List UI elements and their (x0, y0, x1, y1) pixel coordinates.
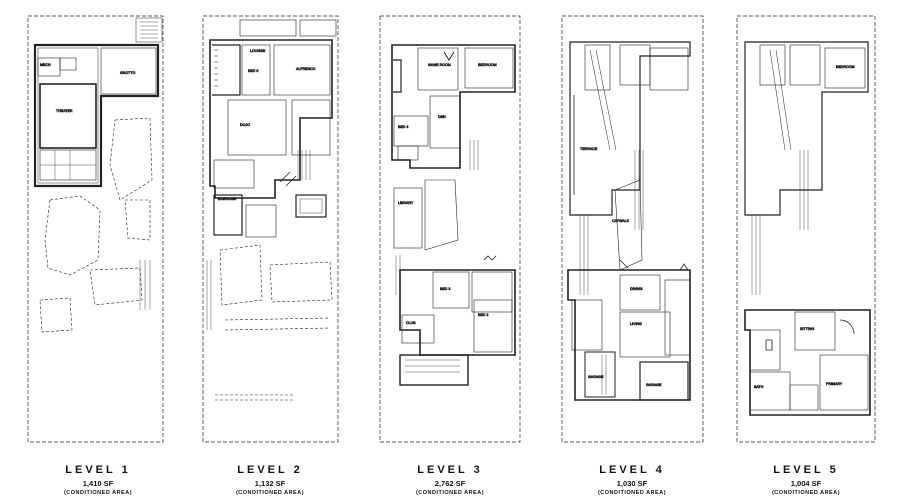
svg-text:LIVING: LIVING (630, 322, 642, 326)
svg-text:DINING: DINING (630, 287, 643, 291)
svg-text:GAME ROOM: GAME ROOM (428, 63, 451, 67)
svg-text:GARAGE: GARAGE (588, 375, 604, 379)
svg-text:CLUB: CLUB (406, 321, 416, 325)
level-2-plan: LOUNGE ALFRESCO DOJO BED 6 EXERCISE (202, 15, 339, 443)
svg-text:BEDROOM: BEDROOM (478, 63, 497, 67)
level-4-plan: TERRACE CATWALK DINING LIVING GARAGE GAR… (561, 15, 704, 443)
level-1-plan: GROTTO THEATER MECH (27, 15, 164, 443)
level-2-title: LEVEL 2 (237, 464, 303, 476)
svg-text:CATWALK: CATWALK (612, 219, 630, 223)
level-2-caption: LEVEL 2 1,132 SF (CONDITIONED AREA) (200, 464, 340, 496)
level-1-area: 1,410 SF (82, 479, 114, 488)
svg-text:THEATER: THEATER (56, 109, 73, 113)
level-3-plan: GAME ROOM BEDROOM BED 4 DEN LIBRARY BED … (379, 15, 521, 443)
svg-text:DEN: DEN (438, 115, 446, 119)
svg-text:BED 2: BED 2 (478, 313, 488, 317)
svg-text:EXERCISE: EXERCISE (218, 197, 237, 201)
svg-text:GARAGE: GARAGE (646, 383, 662, 387)
level-4-title: LEVEL 4 (599, 464, 665, 476)
svg-text:BED 6: BED 6 (248, 69, 258, 73)
level-4-caption: LEVEL 4 1,030 SF (CONDITIONED AREA) (562, 464, 702, 496)
level-4-area: 1,030 SF (616, 479, 648, 488)
svg-text:LIBRARY: LIBRARY (398, 201, 414, 205)
level-2-note: (CONDITIONED AREA) (235, 490, 305, 496)
level-5-title: LEVEL 5 (773, 464, 839, 476)
level-2-area: 1,132 SF (254, 479, 286, 488)
level-5-note: (CONDITIONED AREA) (771, 490, 841, 496)
level-1-note: (CONDITIONED AREA) (63, 490, 133, 496)
level-3-note: (CONDITIONED AREA) (415, 490, 485, 496)
svg-text:ALFRESCO: ALFRESCO (296, 67, 316, 71)
svg-text:DOJO: DOJO (240, 123, 250, 127)
svg-text:BED 4: BED 4 (398, 125, 408, 129)
level-1-title: LEVEL 1 (65, 464, 131, 476)
level-1-caption: LEVEL 1 1,410 SF (CONDITIONED AREA) (28, 464, 168, 496)
svg-text:LOUNGE: LOUNGE (250, 49, 266, 53)
svg-text:PRIMARY: PRIMARY (826, 382, 843, 386)
svg-text:SITTING: SITTING (800, 327, 814, 331)
level-3-title: LEVEL 3 (417, 464, 483, 476)
svg-text:BATH: BATH (754, 385, 764, 389)
level-5-caption: LEVEL 5 1,004 SF (CONDITIONED AREA) (736, 464, 876, 496)
level-4-note: (CONDITIONED AREA) (597, 490, 667, 496)
svg-text:TERRACE: TERRACE (580, 147, 598, 151)
level-5-plan: SITTING PRIMARY BATH BEDROOM (736, 15, 876, 443)
level-3-area: 2,762 SF (434, 479, 466, 488)
svg-text:GROTTO: GROTTO (120, 71, 136, 75)
svg-text:BEDROOM: BEDROOM (836, 65, 855, 69)
svg-text:MECH: MECH (40, 63, 51, 67)
level-5-area: 1,004 SF (790, 479, 822, 488)
level-3-caption: LEVEL 3 2,762 SF (CONDITIONED AREA) (380, 464, 520, 496)
svg-text:BED 3: BED 3 (440, 287, 450, 291)
